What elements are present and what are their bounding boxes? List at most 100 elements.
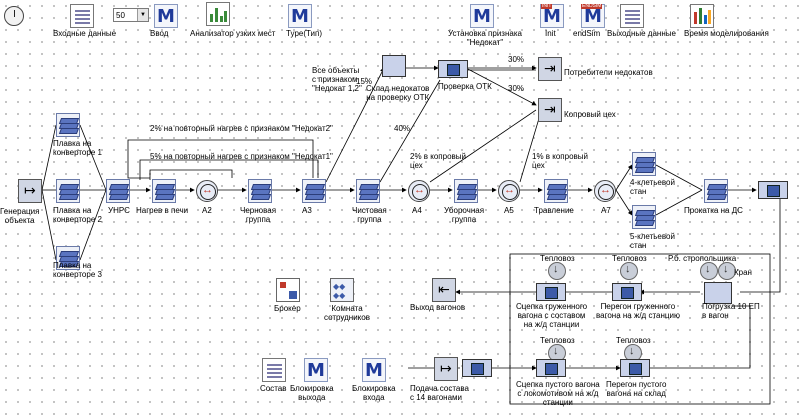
- chevron-down-icon[interactable]: ▼: [137, 9, 148, 21]
- 5-stand-mill-block[interactable]: [632, 205, 656, 229]
- replication-count-select[interactable]: 50 ▼: [113, 8, 149, 22]
- etching-block[interactable]: [544, 179, 568, 203]
- defect-consumers-sink[interactable]: [538, 57, 562, 81]
- couple-loaded-wagon-block[interactable]: [536, 283, 566, 301]
- reheat-2-annotation: 2% на повторный нагрев с признаком "Недо…: [150, 124, 333, 133]
- composition-label: Состав: [260, 384, 287, 393]
- crane-label: Кран: [734, 268, 752, 277]
- type-m-block[interactable]: M: [288, 4, 312, 28]
- init-m-block[interactable]: M: [540, 4, 564, 28]
- reheat-1-annotation: 5% на повторный нагрев с признаком "Недо…: [150, 152, 333, 161]
- finishing-group-label: Чистовая группа: [352, 206, 387, 224]
- haul-empty-wagon-label: Перегон пустого вагона на склад: [606, 380, 667, 398]
- staff-room-label: Комната сотрудников: [324, 304, 370, 322]
- crane-resource[interactable]: [718, 262, 736, 280]
- rough-group-block[interactable]: [248, 179, 272, 203]
- ds-rolling-block[interactable]: [704, 179, 728, 203]
- defect-flag-label: Установка признака "Недокат": [448, 29, 522, 47]
- bottleneck-analyzer-icon[interactable]: [206, 2, 230, 26]
- a2-label: А2: [202, 206, 212, 215]
- sim-time-chart-icon[interactable]: [690, 4, 714, 28]
- couple-loaded-wagon-label: Сцепка груженного вагона с составом на ж…: [516, 302, 588, 329]
- broker-block[interactable]: [276, 278, 300, 302]
- a7-label: А7: [601, 206, 611, 215]
- defect-warehouse-label: Склад недокатов на проверку ОТК: [366, 84, 430, 102]
- melt-converter-2-block[interactable]: [56, 179, 80, 203]
- cleaning-group-label: Уборочная группа: [444, 206, 485, 224]
- pct-40-annotation: 40%: [394, 124, 411, 133]
- train-feed-queue[interactable]: [462, 359, 492, 377]
- scrap-shop-sink[interactable]: [538, 98, 562, 122]
- locomotive-4-label: Тепловоз: [616, 336, 651, 345]
- melt-converter-2-label: Плавка на конверторе 2: [53, 206, 102, 224]
- furnace-heating-label: Нагрев в печи: [136, 206, 189, 215]
- replication-count-value: 50: [116, 11, 125, 20]
- defect-warehouse-block[interactable]: [382, 55, 406, 77]
- broker-label: Брокер: [274, 304, 301, 313]
- unrs-block[interactable]: [106, 179, 130, 203]
- otk-inspection-block[interactable]: [438, 60, 468, 78]
- locomotive-2-resource[interactable]: [620, 262, 638, 280]
- wagon-exit-block[interactable]: [432, 278, 456, 302]
- train-feed-generator[interactable]: [434, 357, 458, 381]
- couple-empty-wagon-block[interactable]: [536, 359, 566, 377]
- ds-rolling-label: Прокатка на ДС: [684, 206, 743, 215]
- scrap-2pct-annotation: 2% в копровый цех: [410, 152, 466, 170]
- pct-30a-annotation: 30%: [508, 55, 525, 64]
- init-label: Init: [545, 29, 556, 38]
- furnace-heating-block[interactable]: [152, 179, 176, 203]
- all-objects-annotation: Все объекты с признаком "Недокат 1,2": [312, 66, 362, 93]
- rough-group-label: Черновая группа: [240, 206, 277, 224]
- unrs-label: УНРС: [108, 206, 130, 215]
- a3-block[interactable]: [302, 179, 326, 203]
- a5-label: А5: [504, 206, 514, 215]
- a3-label: А3: [302, 206, 312, 215]
- a7-selector[interactable]: [594, 180, 616, 202]
- 4-stand-mill-block[interactable]: [632, 152, 656, 176]
- staff-room-block[interactable]: ◆◆ ◆◆: [330, 278, 354, 302]
- input-label: Ввод: [150, 29, 169, 38]
- locomotive-1-label: Тепловоз: [540, 254, 575, 263]
- melt-converter-3-block[interactable]: [56, 246, 80, 270]
- block-entry-label: Блокировка входа: [352, 384, 396, 402]
- defect-consumers-label: Потребители недокатов: [564, 68, 653, 77]
- a4-selector[interactable]: [408, 180, 430, 202]
- melt-converter-1-label: Плавка на конверторе 1: [53, 139, 102, 157]
- output-data-table-icon[interactable]: [620, 4, 644, 28]
- ds-conveyor-block[interactable]: [758, 181, 788, 199]
- haul-empty-wagon-block[interactable]: [620, 359, 650, 377]
- simulation-clock-icon[interactable]: [4, 6, 24, 26]
- scrap-1pct-annotation: 1% в копровый цех: [532, 152, 588, 170]
- pct-15-annotation: 15%: [356, 77, 373, 86]
- endsim-badge: ENDSIM: [581, 3, 603, 9]
- defect-flag-m-block[interactable]: M: [470, 4, 494, 28]
- haul-loaded-wagon-label: Перегон груженного вагона на ж/д станцию: [596, 302, 680, 320]
- sim-time-label: Время моделирования: [684, 29, 769, 38]
- slinger-label: Р.б. стропольщика: [668, 254, 737, 263]
- slinger-resource[interactable]: [700, 262, 718, 280]
- block-exit-label: Блокировка выхода: [290, 384, 334, 402]
- etching-label: Травление: [534, 206, 574, 215]
- block-exit-m-block[interactable]: M: [304, 358, 328, 382]
- load-10ep-block[interactable]: [704, 282, 732, 304]
- cleaning-group-block[interactable]: [454, 179, 478, 203]
- a5-selector[interactable]: [498, 180, 520, 202]
- finishing-group-block[interactable]: [356, 179, 380, 203]
- init-badge: INIT: [541, 3, 553, 9]
- couple-empty-wagon-label: Сцепка пустого вагона с локомотивом на ж…: [516, 380, 600, 407]
- input-data-label: Входные данные: [53, 29, 117, 38]
- composition-table-icon[interactable]: [262, 358, 286, 382]
- input-m-block[interactable]: M: [154, 4, 178, 28]
- melt-converter-1-block[interactable]: [56, 113, 80, 137]
- object-generator-block[interactable]: [18, 179, 42, 203]
- a2-selector[interactable]: [196, 180, 218, 202]
- haul-loaded-wagon-block[interactable]: [612, 283, 642, 301]
- locomotive-1-resource[interactable]: [548, 262, 566, 280]
- output-data-label: Выходные данные: [607, 29, 676, 38]
- type-label: Type(Тип): [286, 29, 323, 38]
- block-entry-m-block[interactable]: M: [362, 358, 386, 382]
- locomotive-2-label: Тепловоз: [612, 254, 647, 263]
- input-data-table-icon[interactable]: [70, 4, 94, 28]
